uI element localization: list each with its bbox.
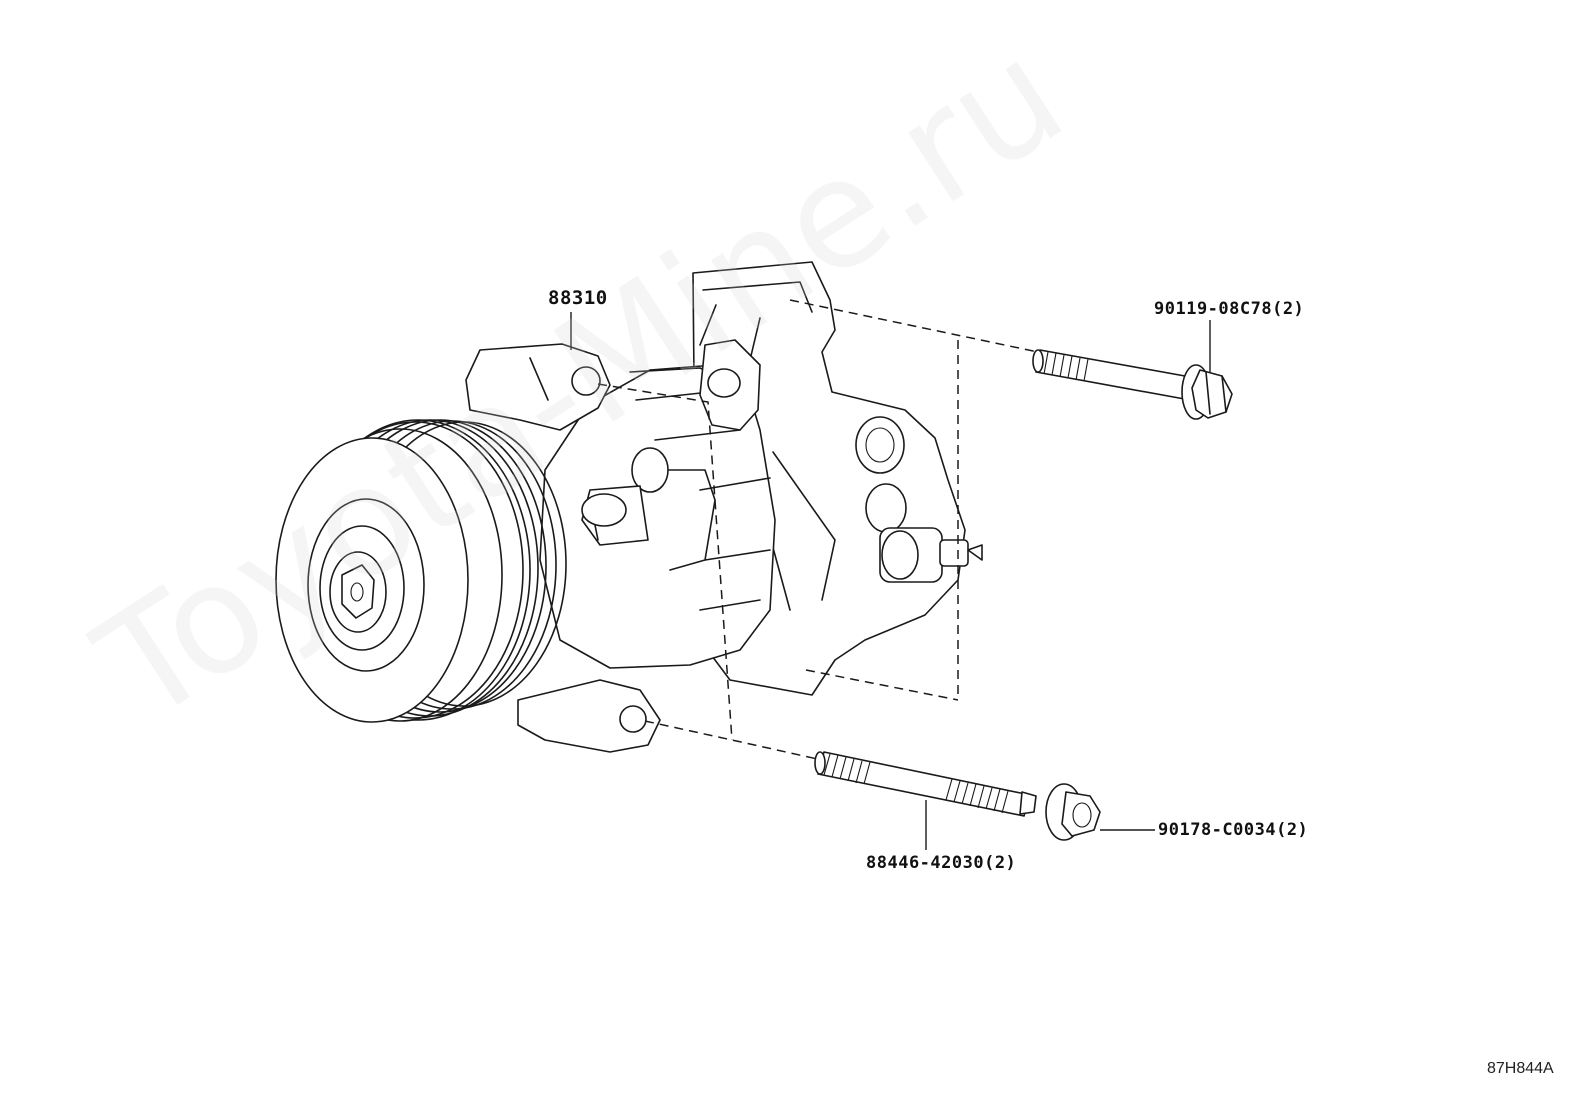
stud-icon[interactable]	[814, 751, 1037, 817]
callout-compressor[interactable]: 88310	[548, 287, 608, 309]
installation-lines	[597, 299, 1039, 761]
callout-upper-bolt[interactable]: 90119-08C78(2)	[1154, 299, 1305, 319]
nut-icon[interactable]	[1045, 783, 1101, 841]
bolt-icon[interactable]	[1032, 349, 1233, 420]
ac-compressor-icon[interactable]	[275, 261, 983, 753]
callout-stud-bolt[interactable]: 88446-42030(2)	[866, 853, 1017, 873]
callout-nut[interactable]: 90178-C0034(2)	[1158, 820, 1309, 840]
leader-lines	[570, 312, 1211, 850]
drawing-id: 87H844A	[1487, 1060, 1554, 1077]
